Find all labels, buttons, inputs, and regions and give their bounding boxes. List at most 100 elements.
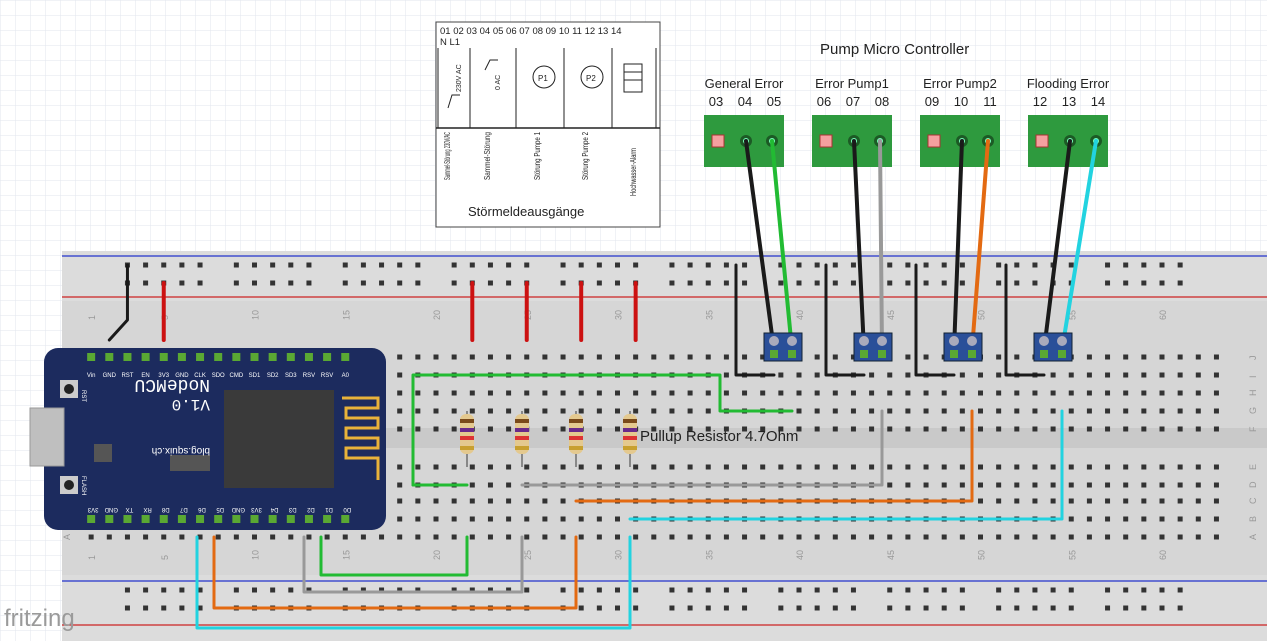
- rail-hole: [197, 262, 203, 268]
- breadboard-hole: [687, 426, 693, 432]
- breadboard-hole: [887, 372, 893, 378]
- rail-hole: [506, 280, 512, 286]
- rail-hole: [887, 605, 893, 611]
- breadboard-hole: [560, 516, 566, 522]
- board-pin-label: CMD: [230, 373, 244, 379]
- breadboard-hole: [233, 534, 239, 540]
- rail-hole: [1123, 605, 1129, 611]
- rail-hole: [1032, 587, 1038, 593]
- terminal-pin-number: 09: [925, 94, 939, 109]
- breadboard-hole: [742, 390, 748, 396]
- rail-hole: [1014, 605, 1020, 611]
- breadboard-hole: [1050, 372, 1056, 378]
- wire: [520, 409, 884, 487]
- rail-hole: [143, 587, 149, 593]
- breadboard-hole: [433, 408, 439, 414]
- breadboard-hole: [560, 390, 566, 396]
- board-pin: [87, 515, 96, 523]
- wire: [628, 409, 1064, 521]
- breadboard-hole: [1068, 482, 1074, 488]
- breadboard-hole: [1014, 408, 1020, 414]
- breadboard-hole: [905, 464, 911, 470]
- breadboard-hole: [1086, 482, 1092, 488]
- rail-hole: [397, 587, 403, 593]
- breadboard-hole: [1123, 534, 1129, 540]
- board-pin: [250, 353, 259, 361]
- breadboard-hole: [433, 464, 439, 470]
- terminal-pin-number: 08: [875, 94, 889, 109]
- breadboard-hole: [887, 482, 893, 488]
- breadboard-hole: [996, 482, 1002, 488]
- column-number: 15: [341, 310, 351, 320]
- rail-hole: [941, 262, 947, 268]
- rail-hole: [360, 262, 366, 268]
- breadboard-hole: [1141, 372, 1147, 378]
- rail-hole: [143, 605, 149, 611]
- rail-hole: [578, 605, 584, 611]
- breadboard-hole: [669, 534, 675, 540]
- breadboard-hole: [487, 390, 493, 396]
- board-pin: [304, 515, 313, 523]
- breadboard-hole: [143, 534, 149, 540]
- breadboard-hole: [1123, 464, 1129, 470]
- rail-hole: [633, 262, 639, 268]
- breadboard-hole: [996, 408, 1002, 414]
- breadboard-hole: [941, 426, 947, 432]
- rail-hole: [596, 587, 602, 593]
- rail-hole: [233, 587, 239, 593]
- breadboard-hole: [742, 426, 748, 432]
- rail-hole: [850, 587, 856, 593]
- board-pin-label: SD1: [249, 373, 261, 379]
- datasheet-col-4: Störung Pumpe 2: [581, 132, 590, 180]
- breadboard-hole: [850, 408, 856, 414]
- rail-hole: [1068, 262, 1074, 268]
- rail-hole: [959, 262, 965, 268]
- terminal-pin-number: 11: [983, 94, 997, 109]
- rail-hole: [669, 280, 675, 286]
- breadboard-hole: [1159, 498, 1165, 504]
- breadboard-hole: [615, 354, 620, 360]
- breadboard-hole: [941, 390, 947, 396]
- breadboard-hole: [978, 390, 983, 396]
- rail-hole: [778, 280, 784, 286]
- rail-hole: [959, 587, 965, 593]
- breadboard-hole: [1177, 516, 1183, 522]
- wire: [878, 139, 884, 352]
- breadboard-hole: [397, 534, 403, 540]
- rail-hole: [288, 587, 294, 593]
- breadboard-hole: [1014, 498, 1020, 504]
- board-pin: [268, 515, 277, 523]
- breadboard-hole: [451, 534, 457, 540]
- breadboard-hole: [1050, 482, 1056, 488]
- breadboard-hole: [615, 426, 620, 432]
- breadboard-hole: [524, 464, 530, 470]
- board-pin: [159, 515, 168, 523]
- breadboard-hole: [560, 354, 566, 360]
- rail-hole: [451, 587, 457, 593]
- board-pin-label: GND: [231, 506, 245, 512]
- breadboard-hole: [1086, 516, 1092, 522]
- rail-hole: [197, 605, 203, 611]
- breadboard-hole: [542, 498, 548, 504]
- rail-hole: [687, 587, 693, 593]
- rail-hole: [633, 587, 639, 593]
- power-rail-top: [62, 251, 1267, 301]
- rail-hole: [1014, 262, 1020, 268]
- board-pin: [304, 353, 313, 361]
- row-letter: G: [1248, 407, 1258, 414]
- breadboard-hole: [850, 464, 856, 470]
- rail-hole: [451, 262, 457, 268]
- board-pin: [323, 353, 332, 361]
- rail-hole: [1105, 605, 1111, 611]
- board-pin: [87, 353, 96, 361]
- wire: [770, 139, 794, 352]
- breadboard-hole: [1195, 482, 1201, 488]
- rail-hole: [814, 605, 820, 611]
- breadboard-hole: [869, 534, 875, 540]
- column-number: 10: [251, 550, 261, 560]
- board-pin-label: D7: [179, 506, 187, 512]
- breadboard-hole: [487, 426, 493, 432]
- row-letter: I: [1248, 375, 1258, 378]
- breadboard-hole: [1068, 372, 1074, 378]
- breadboard-hole: [723, 464, 729, 470]
